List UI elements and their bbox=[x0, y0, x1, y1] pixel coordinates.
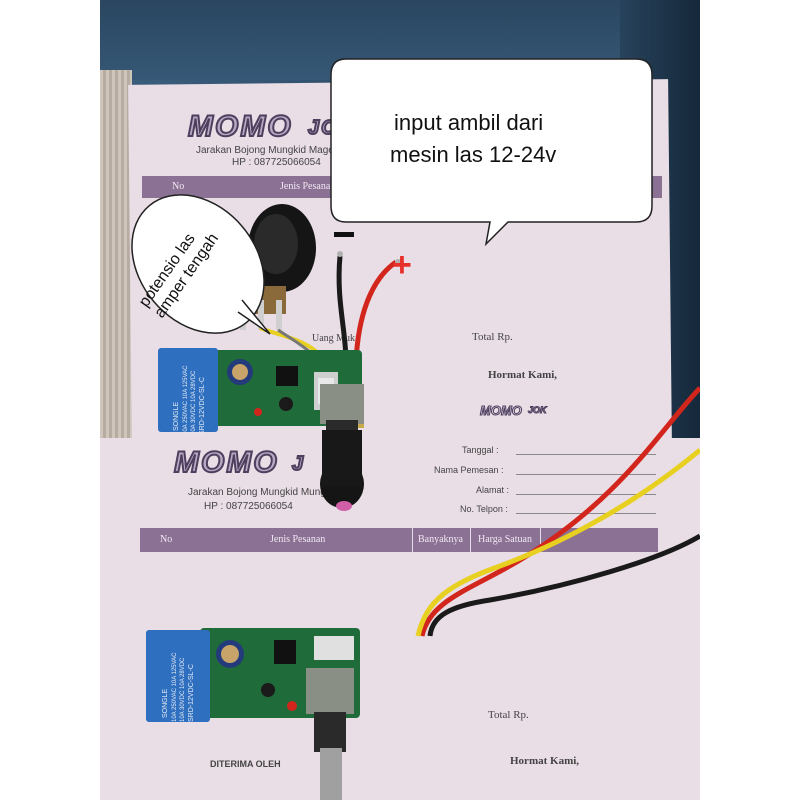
wire-red-long bbox=[419, 386, 700, 637]
field-tanggal-line bbox=[516, 454, 656, 455]
col-divider-1 bbox=[412, 528, 413, 552]
cloth-strip bbox=[100, 70, 132, 440]
wire-yellow-long bbox=[415, 448, 700, 637]
negative-mark: − bbox=[334, 232, 354, 237]
col-jenis-top: Jenis Pesanan bbox=[280, 181, 336, 192]
label-hormat-top: Hormat Kami, bbox=[488, 369, 558, 381]
address-top: Jarakan Bojong Mungkid Mage bbox=[196, 145, 334, 156]
label-uang-muka: Uang Muka bbox=[312, 333, 360, 344]
callout-bubble-input-shape bbox=[330, 58, 653, 247]
field-telpon: No. Telpon : bbox=[460, 504, 508, 514]
col-divider-2 bbox=[470, 528, 471, 552]
wire-black-long bbox=[427, 533, 700, 637]
callout-input-line-1: input ambil dari bbox=[394, 110, 544, 135]
col-no-bottom: No bbox=[160, 534, 173, 545]
relay-model-top: SRD-12VDC-SL-C bbox=[199, 377, 206, 435]
wire-tip-black bbox=[337, 251, 343, 257]
col-jenis-bottom: Jenis Pesanan bbox=[270, 534, 326, 545]
label-hormat-bottom: Hormat Kami, bbox=[510, 755, 580, 767]
wire-black-input bbox=[336, 255, 349, 363]
relay-rating-bottom-1: 10A 250VAC 10A 125VAC bbox=[172, 652, 178, 723]
relay-model-bottom: SRD-12VDC-SL-C bbox=[188, 664, 195, 722]
electronics-layer bbox=[146, 204, 700, 800]
address-bottom: Jarakan Bojong Mungkid Mung bbox=[188, 487, 326, 498]
field-nama: Nama Pemesan : bbox=[434, 465, 504, 475]
field-alamat-line bbox=[516, 494, 656, 495]
relay-label-top: SONGLE 10A 250VAC 10A 125VAC 10A 30VDC 1… bbox=[149, 363, 229, 436]
col-banyaknya: Banyaknya bbox=[418, 534, 463, 545]
positive-mark: + bbox=[392, 246, 412, 284]
wire-red-input bbox=[353, 259, 398, 363]
photo-frame: MOMO JOK Jarakan Bojong Mungkid Mage HP … bbox=[100, 0, 700, 800]
pcb-board-bottom bbox=[146, 628, 360, 800]
relay-rating-top-1: 10A 250VAC 10A 125VAC bbox=[183, 365, 189, 436]
label-diterima: DITERIMA OLEH bbox=[210, 759, 281, 769]
relay-rating-bottom-2: 10A 30VDC 10A 28VDC bbox=[180, 657, 186, 722]
phone-bottom: HP : 087725066054 bbox=[204, 501, 293, 512]
field-nama-line bbox=[516, 474, 656, 475]
col-no-top: No bbox=[172, 181, 185, 192]
brand-logo-bottom: MOMO bbox=[173, 446, 279, 479]
field-tanggal: Tanggal : bbox=[462, 445, 499, 455]
brand-suffix-bottom: J bbox=[291, 453, 306, 475]
brand-logo-top: MOMO bbox=[187, 110, 293, 143]
callout-bubble-potensio-shape bbox=[131, 194, 271, 335]
label-total-bottom: Total Rp. bbox=[488, 709, 529, 721]
phone-top: HP : 087725066054 bbox=[232, 157, 321, 168]
callout-input-line-2: mesin las 12-24v bbox=[390, 142, 557, 167]
relay-brand-top: SONGLE bbox=[173, 401, 180, 431]
potentiometer-switch-top bbox=[320, 384, 364, 511]
relay-brand-bottom: SONGLE bbox=[162, 688, 169, 718]
col-harga: Harga Satuan bbox=[478, 534, 532, 545]
relay-label-bottom: SONGLE 10A 250VAC 10A 125VAC 10A 30VDC 1… bbox=[136, 646, 222, 723]
stamp-brand: MOMO bbox=[480, 403, 523, 418]
stamp-suffix: JOK bbox=[528, 405, 547, 415]
relay-rating-top-2: 10A 30VDC 10A 28VDC bbox=[191, 370, 197, 435]
wire-tip-red bbox=[395, 259, 401, 265]
col-divider-3 bbox=[540, 528, 541, 552]
label-total-top: Total Rp. bbox=[472, 331, 513, 343]
field-alamat: Alamat : bbox=[476, 485, 510, 495]
